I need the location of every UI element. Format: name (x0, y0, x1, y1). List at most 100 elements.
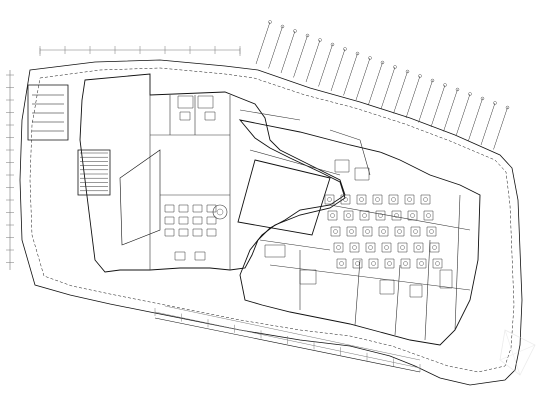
dining-seat (344, 198, 348, 202)
main-building-outline (80, 74, 345, 272)
left-grid-ruler (6, 70, 14, 270)
dining-table (392, 211, 401, 220)
table-unit (207, 205, 216, 212)
dining-seat (350, 230, 354, 234)
room-block (380, 280, 394, 294)
right-wing-outline (240, 120, 480, 345)
central-void (120, 150, 160, 245)
bottom-site-line (155, 318, 420, 372)
dining-table (331, 227, 340, 236)
dining-seat (411, 214, 415, 218)
dining-table (411, 227, 420, 236)
leader-line (269, 27, 283, 69)
table-unit (193, 205, 202, 212)
dining-table (417, 259, 426, 268)
table-unit (165, 229, 174, 236)
dining-seat (404, 262, 408, 266)
leader-lines (256, 21, 509, 150)
dining-table (337, 259, 346, 268)
table-unit (207, 217, 216, 224)
wall-segment (250, 150, 340, 175)
leader-bubble (444, 84, 447, 87)
site-inner-boundary-line (30, 68, 514, 372)
dining-seat (398, 230, 402, 234)
wall-segment (240, 110, 300, 120)
table-unit (179, 217, 188, 224)
site-boundary-line (20, 60, 522, 385)
dining-seat (360, 198, 364, 202)
wall-segment (425, 240, 430, 340)
room-block (195, 252, 205, 260)
leader-line (456, 94, 470, 136)
dining-table (366, 243, 375, 252)
table-unit (165, 205, 174, 212)
dining-table (405, 195, 414, 204)
room-block (178, 96, 193, 108)
dining-seat (436, 262, 440, 266)
leader-line (256, 22, 270, 64)
leader-bubble (269, 21, 272, 24)
leader-bubble (394, 66, 397, 69)
dining-table (382, 243, 391, 252)
dining-seat (328, 198, 332, 202)
table-unit (193, 229, 202, 236)
room-block (265, 245, 285, 257)
wall-segment (330, 130, 360, 140)
dimension-lines (40, 46, 420, 372)
leader-line (281, 31, 295, 73)
dining-table (373, 195, 382, 204)
leader-bubble (331, 43, 334, 46)
leader-bubble (481, 97, 484, 100)
leader-line (444, 90, 458, 132)
room-block (205, 112, 215, 120)
wall-segment (455, 195, 460, 330)
dining-table (363, 227, 372, 236)
dining-seat (408, 198, 412, 202)
dining-table (389, 195, 398, 204)
wall-segment (330, 205, 470, 230)
dining-table (328, 211, 337, 220)
room-block (300, 270, 316, 284)
leader-bubble (306, 34, 309, 37)
dining-seat (392, 198, 396, 202)
dining-table (376, 211, 385, 220)
leader-line (344, 54, 358, 96)
dining-table (350, 243, 359, 252)
dining-table (401, 259, 410, 268)
dining-seat (427, 214, 431, 218)
room-block (180, 112, 190, 120)
room-block (335, 160, 349, 172)
leader-line (494, 108, 508, 150)
leader-bubble (406, 70, 409, 73)
dining-seat (401, 246, 405, 250)
dining-seat (420, 262, 424, 266)
leader-bubble (344, 48, 347, 51)
dining-seat (366, 230, 370, 234)
left-wing-hatch (32, 95, 64, 131)
dimension-line (165, 306, 420, 360)
dining-seat (395, 214, 399, 218)
room-block (440, 270, 452, 288)
dining-seat (417, 246, 421, 250)
dining-seat (376, 198, 380, 202)
leader-bubble (381, 61, 384, 64)
dining-table (408, 211, 417, 220)
leader-line (406, 76, 420, 118)
dining-seat (430, 230, 434, 234)
dining-seat (379, 214, 383, 218)
dining-seat (372, 262, 376, 266)
leader-line (469, 99, 483, 141)
leader-line (369, 63, 383, 105)
dining-table (395, 227, 404, 236)
right-hall-outline (238, 160, 330, 235)
leader-bubble (319, 39, 322, 42)
dining-seat (347, 214, 351, 218)
leader-bubble (469, 93, 472, 96)
dining-seat (424, 198, 428, 202)
wall-segment (270, 265, 470, 290)
leader-line (319, 45, 333, 87)
leader-line (381, 67, 395, 109)
table-unit (207, 229, 216, 236)
dining-seat (356, 262, 360, 266)
